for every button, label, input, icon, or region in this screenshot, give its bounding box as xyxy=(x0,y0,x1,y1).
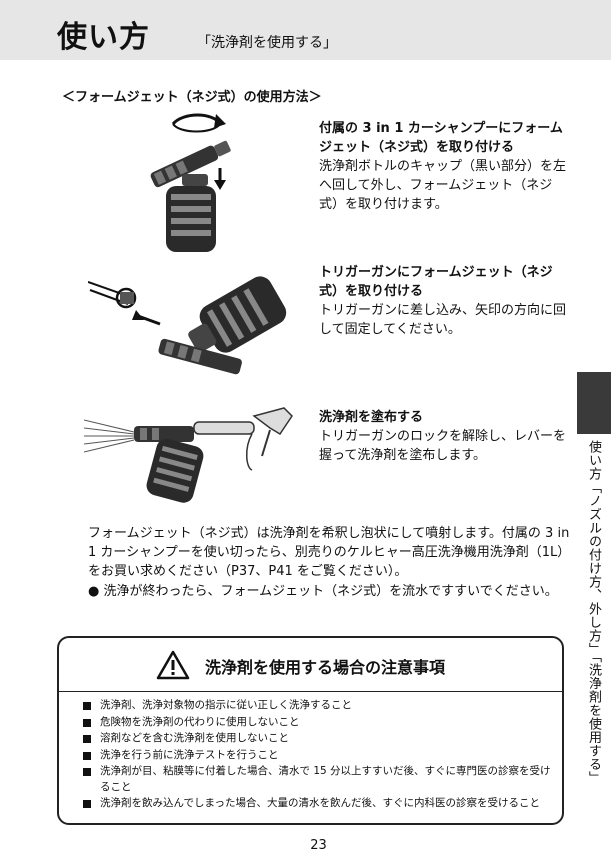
step-3: 洗浄剤を塗布する トリガーガンのロックを解除し、レバーを握って洗浄剤を塗布します… xyxy=(319,408,569,465)
step-3-title: 洗浄剤を塗布する xyxy=(319,410,424,425)
foam-jet-note: フォームジェット（ネジ式）は洗浄剤を希釈し泡状にして噴射します。付属の 3 in… xyxy=(88,526,571,579)
caution-header: 洗浄剤を使用する場合の注意事項 xyxy=(59,638,562,692)
step-2: トリガーガンにフォームジェット（ネジ式）を取り付ける トリガーガンに差し込み、矢… xyxy=(319,263,569,339)
side-section-label: 使い方「ノズルの付け方、外し方」「洗浄剤を使用する」 xyxy=(586,440,601,785)
warning-triangle-icon xyxy=(156,650,190,680)
step-2-title: トリガーガンにフォームジェット（ネジ式）を取り付ける xyxy=(319,265,553,299)
page-title: 使い方 xyxy=(57,20,150,55)
step-1-title: 付属の 3 in 1 カーシャンプーにフォームジェット（ネジ式）を取り付ける xyxy=(319,121,563,155)
caution-list: 洗浄剤、洗浄対象物の指示に従い正しく洗浄すること 危険物を洗浄剤の代わりに使用し… xyxy=(83,698,553,813)
trigger-gun-attach-illustration xyxy=(88,276,287,375)
step-1: 付属の 3 in 1 カーシャンプーにフォームジェット（ネジ式）を取り付ける 洗… xyxy=(319,119,569,214)
side-tab xyxy=(577,372,611,434)
caution-item: 洗浄を行う前に洗浄テストを行うこと xyxy=(83,748,553,764)
header-band xyxy=(0,0,611,60)
step-3-desc: トリガーガンのロックを解除し、レバーを握って洗浄剤を塗布します。 xyxy=(319,429,567,463)
page-number: 23 xyxy=(310,838,327,853)
section-heading: ＜フォームジェット（ネジ式）の使用方法＞ xyxy=(62,90,322,105)
caution-item: 洗浄剤を飲み込んでしまった場合、大量の清水を飲んだ後、すぐに内科医の診察を受ける… xyxy=(83,796,553,812)
caution-item: 洗浄剤が目、粘膜等に付着した場合、清水で 15 分以上すすいだ後、すぐに専門医の… xyxy=(83,764,553,795)
caution-item: 洗浄剤、洗浄対象物の指示に従い正しく洗浄すること xyxy=(83,698,553,714)
caution-title: 洗浄剤を使用する場合の注意事項 xyxy=(205,658,446,677)
foam-jet-bottle-illustration xyxy=(150,113,231,252)
caution-item: 溶剤などを含む洗浄剤を使用しないこと xyxy=(83,731,553,747)
step-1-desc: 洗浄剤ボトルのキャップ（黒い部分）を左へ回して外し、フォームジェット（ネジ式）を… xyxy=(319,159,567,212)
step-2-desc: トリガーガンに差し込み、矢印の方向に回して固定してください。 xyxy=(319,303,567,337)
page-subtitle: 「洗浄剤を使用する」 xyxy=(197,35,337,51)
caution-box: 洗浄剤を使用する場合の注意事項 洗浄剤、洗浄対象物の指示に従い正しく洗浄すること… xyxy=(57,636,564,825)
foam-spraying-illustration xyxy=(84,407,293,503)
rinse-note: ● 洗浄が終わったら、フォームジェット（ネジ式）を流水ですすいでください。 xyxy=(88,584,558,599)
caution-item: 危険物を洗浄剤の代わりに使用しないこと xyxy=(83,715,553,731)
